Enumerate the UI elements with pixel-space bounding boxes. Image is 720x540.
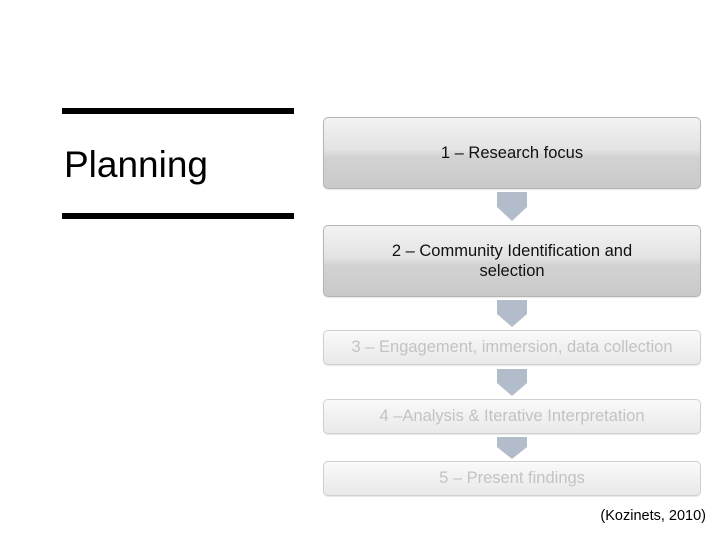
- source-citation: (Kozinets, 2010): [600, 508, 706, 524]
- flow-step-2-label-line2: selection: [479, 262, 545, 280]
- flow-step-3[interactable]: 3 – Engagement, immersion, data collecti…: [323, 330, 701, 365]
- flow-step-5[interactable]: 5 – Present findings: [323, 461, 701, 496]
- arrow-head: [497, 207, 527, 221]
- flow-step-2-label-line1: 2 – Community Identification and: [391, 241, 633, 260]
- arrow-head: [497, 447, 527, 459]
- arrow-stem: [497, 192, 527, 207]
- flow-arrow-4-icon: [497, 437, 527, 459]
- page-title: Planning: [64, 144, 209, 185]
- arrow-stem: [497, 369, 527, 383]
- flow-step-3-label: 3 – Engagement, immersion, data collecti…: [351, 338, 673, 357]
- flow-step-2[interactable]: 2 – Community Identification and selecti…: [323, 225, 701, 297]
- flow-step-4[interactable]: 4 –Analysis & Iterative Interpretation: [323, 399, 701, 434]
- divider-top: [62, 108, 294, 114]
- flow-step-1-label: 1 – Research focus: [440, 143, 584, 162]
- flow-step-5-label: 5 – Present findings: [439, 469, 585, 488]
- flow-step-4-label: 4 –Analysis & Iterative Interpretation: [379, 407, 645, 426]
- divider-bottom: [62, 213, 294, 219]
- planning-section: Planning: [62, 108, 300, 219]
- flow-step-1[interactable]: 1 – Research focus: [323, 117, 701, 189]
- flow-arrow-2-icon: [497, 300, 527, 327]
- flow-arrow-3-icon: [497, 369, 527, 396]
- arrow-stem: [497, 437, 527, 447]
- arrow-stem: [497, 300, 527, 314]
- flow-arrow-1-icon: [497, 192, 527, 221]
- arrow-head: [497, 383, 527, 396]
- arrow-head: [497, 314, 527, 327]
